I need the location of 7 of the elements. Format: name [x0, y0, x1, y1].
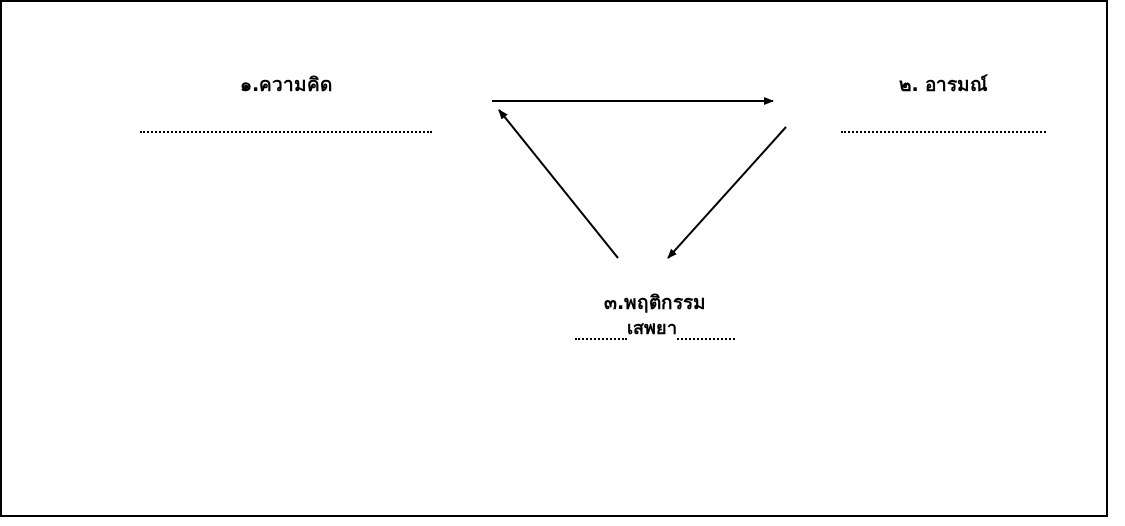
- answer-text: เสพยา: [627, 316, 677, 340]
- node-title: ๒. อารมณ์: [898, 72, 989, 97]
- arrow: [491, 97, 774, 105]
- arrow: [498, 109, 619, 259]
- arrow: [667, 126, 787, 259]
- node-title: ๓.พฤติกรรม: [603, 290, 707, 315]
- node-title: ๑.ความคิด: [239, 72, 333, 97]
